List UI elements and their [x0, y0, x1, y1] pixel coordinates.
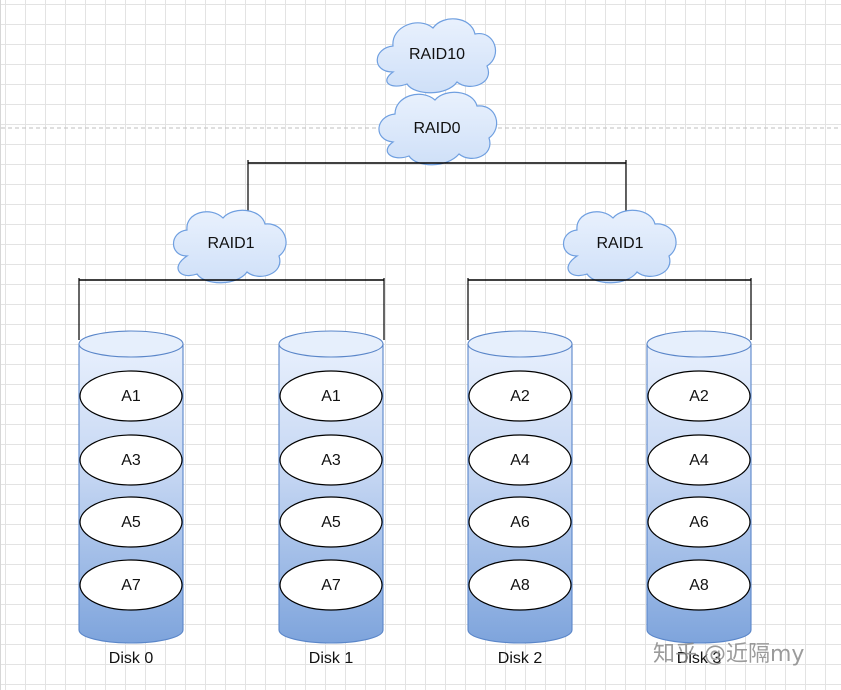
disk-1-block-3: A7: [279, 559, 383, 611]
raid10-cloud[interactable]: RAID10: [376, 18, 497, 94]
block-label: A6: [689, 514, 709, 531]
block-label: A2: [510, 388, 530, 405]
block-label: A1: [121, 388, 141, 405]
raid0-connector: [247, 160, 627, 232]
block-label: A3: [321, 452, 341, 469]
raid0-label: RAID0: [413, 120, 460, 137]
block-label: A7: [321, 577, 341, 594]
disk-0-block-1: A3: [79, 434, 183, 486]
block-label: A4: [689, 452, 709, 469]
block-label: A2: [689, 388, 709, 405]
raid1-left-label: RAID1: [207, 235, 254, 252]
block-label: A6: [510, 514, 530, 531]
raid10-label: RAID10: [409, 46, 465, 63]
disk-2-label: Disk 2: [498, 650, 543, 667]
disk-1[interactable]: A1 A3 A5 A7 Disk 1: [278, 330, 384, 667]
disk-2[interactable]: A2 A4 A6 A8 Disk 2: [467, 330, 573, 667]
block-label: A8: [689, 577, 709, 594]
disk-1-block-1: A3: [279, 434, 383, 486]
block-label: A5: [321, 514, 341, 531]
raid1-cloud-right[interactable]: RAID1: [562, 209, 677, 284]
block-label: A7: [121, 577, 141, 594]
disk-3-block-1: A4: [647, 434, 751, 486]
disk-0-label: Disk 0: [109, 650, 154, 667]
watermark-text: 知乎 @近隔my: [653, 642, 804, 667]
disk-2-block-3: A8: [468, 559, 572, 611]
disk-3-block-0: A2: [647, 370, 751, 422]
disk-3[interactable]: A2 A4 A6 A8 Disk 3: [646, 330, 752, 667]
disk-1-label: Disk 1: [309, 650, 354, 667]
disk-3-label: Disk 3: [677, 650, 722, 667]
raid0-cloud[interactable]: RAID0: [378, 91, 498, 166]
disk-0-block-2: A5: [79, 496, 183, 548]
disk-1-block-0: A1: [279, 370, 383, 422]
block-label: A5: [121, 514, 141, 531]
disk-0[interactable]: A1 A3 A5 A7 Disk 0: [78, 330, 184, 667]
disk-2-block-0: A2: [468, 370, 572, 422]
disk-3-block-3: A8: [647, 559, 751, 611]
disk-2-block-1: A4: [468, 434, 572, 486]
block-label: A8: [510, 577, 530, 594]
raid1-cloud-left[interactable]: RAID1: [172, 209, 287, 284]
raid1-right-bracket: [467, 278, 752, 340]
block-label: A3: [121, 452, 141, 469]
disk-0-block-0: A1: [79, 370, 183, 422]
block-label: A1: [321, 388, 341, 405]
disk-1-block-2: A5: [279, 496, 383, 548]
block-label: A4: [510, 452, 530, 469]
disk-3-block-2: A6: [647, 496, 751, 548]
disk-2-block-2: A6: [468, 496, 572, 548]
raid1-right-label: RAID1: [596, 235, 643, 252]
disk-0-block-3: A7: [79, 559, 183, 611]
raid1-left-bracket: [78, 278, 385, 340]
